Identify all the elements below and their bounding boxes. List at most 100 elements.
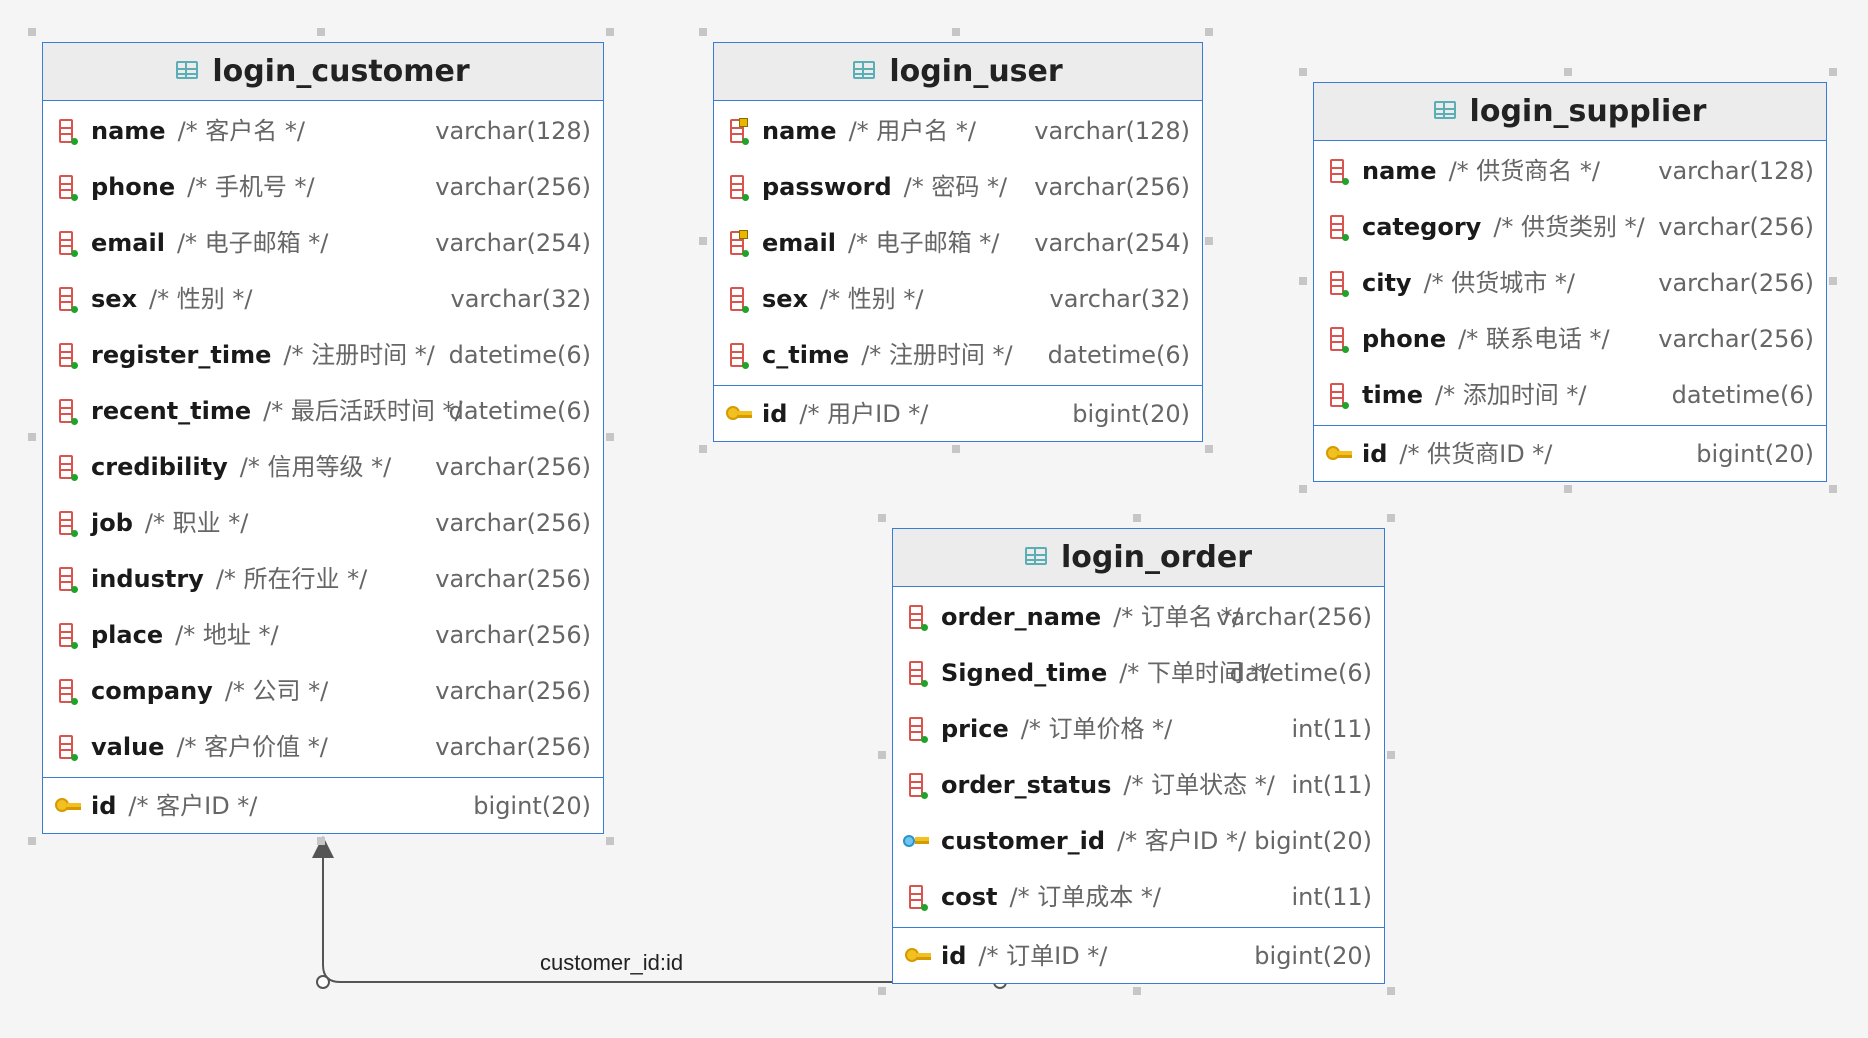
resize-handle[interactable] — [606, 837, 614, 845]
field-name: email — [91, 229, 165, 257]
resize-handle[interactable] — [878, 514, 886, 522]
field-row[interactable]: cost/* 订单成本 */int(11) — [893, 869, 1384, 925]
resize-handle[interactable] — [1299, 485, 1307, 493]
resize-handle[interactable] — [1829, 276, 1837, 285]
field-row[interactable]: c_time/* 注册时间 */datetime(6) — [714, 327, 1202, 383]
table-header[interactable]: login_user — [714, 43, 1202, 101]
resize-handle[interactable] — [878, 987, 886, 995]
field-type: int(11) — [1291, 771, 1372, 799]
field-type: varchar(256) — [1658, 269, 1814, 297]
field-row[interactable]: category/* 供货类别 */varchar(256) — [1314, 199, 1826, 255]
field-row[interactable]: sex/* 性别 */varchar(32) — [714, 271, 1202, 327]
field-row[interactable]: city/* 供货城市 */varchar(256) — [1314, 255, 1826, 311]
field-row[interactable]: company/* 公司 */varchar(256) — [43, 663, 603, 719]
field-list: name/* 客户名 */varchar(128)phone/* 手机号 */v… — [43, 101, 603, 777]
table-icon — [853, 60, 876, 79]
field-row[interactable]: email/* 电子邮箱 */varchar(254) — [714, 215, 1202, 271]
field-row[interactable]: value/* 客户价值 */varchar(256) — [43, 719, 603, 775]
field-row[interactable]: Signed_time/* 下单时间 */datetime(6) — [893, 645, 1384, 701]
field-type: varchar(32) — [450, 285, 592, 313]
column-icon — [59, 231, 78, 257]
table-header[interactable]: login_customer — [43, 43, 603, 101]
field-name: time — [1362, 381, 1423, 409]
resize-handle[interactable] — [699, 28, 707, 36]
field-row[interactable]: job/* 职业 */varchar(256) — [43, 495, 603, 551]
resize-handle[interactable] — [1564, 485, 1572, 493]
field-row[interactable]: name/* 供货商名 */varchar(128) — [1314, 143, 1826, 199]
field-row[interactable]: order_name/* 订单名 */varchar(256) — [893, 589, 1384, 645]
resize-handle[interactable] — [1387, 987, 1395, 995]
resize-handle[interactable] — [1387, 514, 1395, 522]
field-row[interactable]: email/* 电子邮箱 */varchar(254) — [43, 215, 603, 271]
primary-key-row[interactable]: id/* 用户ID */bigint(20) — [714, 385, 1202, 441]
field-type: varchar(256) — [1658, 213, 1814, 241]
resize-handle[interactable] — [1829, 485, 1837, 493]
field-row[interactable]: recent_time/* 最后活跃时间 */datetime(6) — [43, 383, 603, 439]
field-type: datetime(6) — [448, 397, 591, 425]
field-row[interactable]: register_time/* 注册时间 */datetime(6) — [43, 327, 603, 383]
column-icon — [59, 343, 78, 369]
resize-handle[interactable] — [606, 432, 614, 441]
field-row[interactable]: sex/* 性别 */varchar(32) — [43, 271, 603, 327]
resize-handle[interactable] — [699, 236, 707, 245]
field-row[interactable]: industry/* 所在行业 */varchar(256) — [43, 551, 603, 607]
field-comment: /* 供货城市 */ — [1423, 269, 1576, 297]
field-comment: /* 密码 */ — [903, 173, 1008, 201]
column-icon — [909, 605, 928, 631]
resize-handle[interactable] — [699, 445, 707, 453]
resize-handle[interactable] — [1564, 68, 1572, 76]
resize-handle[interactable] — [1829, 68, 1837, 76]
field-row[interactable]: time/* 添加时间 */datetime(6) — [1314, 367, 1826, 423]
resize-handle[interactable] — [1132, 987, 1141, 995]
column-icon — [1330, 159, 1349, 185]
field-row[interactable]: price/* 订单价格 */int(11) — [893, 701, 1384, 757]
table-title: login_user — [889, 54, 1063, 89]
resize-handle[interactable] — [952, 445, 960, 453]
resize-handle[interactable] — [1299, 276, 1307, 285]
field-comment: /* 供货商名 */ — [1448, 157, 1601, 185]
field-comment: /* 联系电话 */ — [1458, 325, 1610, 353]
field-type: varchar(256) — [435, 509, 591, 537]
field-comment: /* 性别 */ — [149, 285, 253, 313]
column-icon — [909, 773, 928, 799]
resize-handle[interactable] — [1205, 236, 1213, 245]
resize-handle[interactable] — [317, 837, 325, 845]
column-icon — [730, 175, 749, 201]
field-row[interactable]: password/* 密码 */varchar(256) — [714, 159, 1202, 215]
resize-handle[interactable] — [317, 28, 325, 36]
field-comment: /* 客户名 */ — [177, 117, 306, 145]
resize-handle[interactable] — [1387, 750, 1395, 759]
table-login-user[interactable]: login_user name/* 用户名 */varchar(128)passw… — [713, 42, 1203, 442]
primary-key-row[interactable]: id/* 客户ID */bigint(20) — [43, 777, 603, 833]
field-row[interactable]: place/* 地址 */varchar(256) — [43, 607, 603, 663]
field-row[interactable]: order_status/* 订单状态 */int(11) — [893, 757, 1384, 813]
field-type: bigint(20) — [473, 792, 591, 820]
field-row[interactable]: customer_id/* 客户ID */bigint(20) — [893, 813, 1384, 869]
table-header[interactable]: login_order — [893, 529, 1384, 587]
resize-handle[interactable] — [1205, 445, 1213, 453]
resize-handle[interactable] — [28, 837, 36, 845]
resize-handle[interactable] — [952, 28, 960, 36]
resize-handle[interactable] — [878, 750, 886, 759]
field-row[interactable]: name/* 客户名 */varchar(128) — [43, 103, 603, 159]
field-comment: /* 下单时间 */ — [1119, 659, 1271, 687]
primary-key-row[interactable]: id/* 供货商ID */bigint(20) — [1314, 425, 1826, 481]
field-type: bigint(20) — [1254, 827, 1372, 855]
resize-handle[interactable] — [28, 432, 36, 441]
field-row[interactable]: phone/* 手机号 */varchar(256) — [43, 159, 603, 215]
table-header[interactable]: login_supplier — [1314, 83, 1826, 141]
resize-handle[interactable] — [606, 28, 614, 36]
primary-key-row[interactable]: id/* 订单ID */bigint(20) — [893, 927, 1384, 983]
resize-handle[interactable] — [1132, 514, 1141, 522]
relation-end-dot-customer — [316, 975, 330, 989]
field-row[interactable]: phone/* 联系电话 */varchar(256) — [1314, 311, 1826, 367]
resize-handle[interactable] — [1299, 68, 1307, 76]
resize-handle[interactable] — [1205, 28, 1213, 36]
field-comment: /* 订单名 */ — [1113, 603, 1241, 631]
resize-handle[interactable] — [28, 28, 36, 36]
field-row[interactable]: name/* 用户名 */varchar(128) — [714, 103, 1202, 159]
field-row[interactable]: credibility/* 信用等级 */varchar(256) — [43, 439, 603, 495]
